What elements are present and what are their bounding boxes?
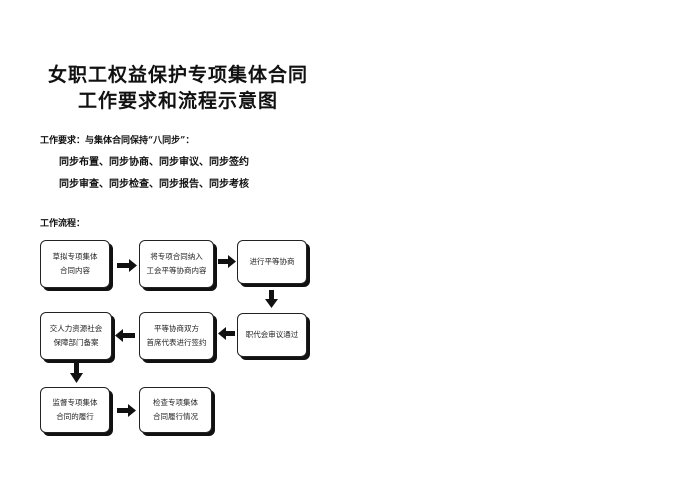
flow-step-label-1: 将专项合同纳入 [150,252,203,261]
requirements-line-1: 同步布置、同步协商、同步审议、同步签约 [59,157,249,168]
flow-step-label-1: 进行平等协商 [249,257,295,266]
flow-step-label-1: 草拟专项集体 [52,252,98,261]
flow-step-equal-negotiation: 进行平等协商 [237,240,307,284]
arrow-right-icon [117,404,136,417]
page-title-line-2: 工作要求和流程示意图 [77,90,278,112]
flow-step-label-2: 保障部门备案 [53,338,99,347]
flow-step-label-2: 工会平等协商内容 [146,266,207,275]
flow-step-label-1: 交人力资源社会 [49,324,103,333]
flow-step-include-in-negotiation: 将专项合同纳入 工会平等协商内容 [139,240,214,288]
flow-heading: 工作流程： [40,219,86,229]
requirements-heading: 工作要求：与集体合同保持“八同步”： [40,136,195,146]
arrow-left-icon [115,329,135,342]
flow-step-label-2: 合同履行情况 [153,412,198,421]
arrow-down-icon [265,290,278,308]
arrow-left-icon [218,327,235,340]
flow-step-chief-representatives-sign: 平等协商双方 首席代表进行签约 [139,312,214,360]
arrow-right-icon [218,255,236,268]
flow-step-inspect-performance: 检查专项集体 合同履行情况 [139,387,212,433]
flow-step-label-2: 合同的履行 [56,412,94,421]
flow-step-supervise-performance: 监督专项集体 合同的履行 [40,387,110,433]
flow-step-label-1: 监督专项集体 [52,398,98,407]
arrow-down-icon [70,363,83,383]
page-title-line-1: 女职工权益保护专项集体合同 [47,64,308,86]
flow-step-label-1: 检查专项集体 [153,398,198,407]
flow-step-label-2: 合同内容 [60,266,90,275]
flow-step-label-1: 平等协商双方 [154,324,199,333]
arrow-right-icon [117,259,137,272]
flow-step-congress-approval: 职代会审议通过 [237,313,307,357]
requirements-line-2: 同步审查、同步检查、同步报告、同步考核 [59,179,249,190]
flow-step-draft-contract: 草拟专项集体 合同内容 [40,240,110,288]
flow-step-label-2: 首席代表进行签约 [146,338,207,347]
flow-step-label-1: 职代会审议通过 [245,330,299,339]
flow-step-file-with-hr-department: 交人力资源社会 保障部门备案 [40,312,112,360]
